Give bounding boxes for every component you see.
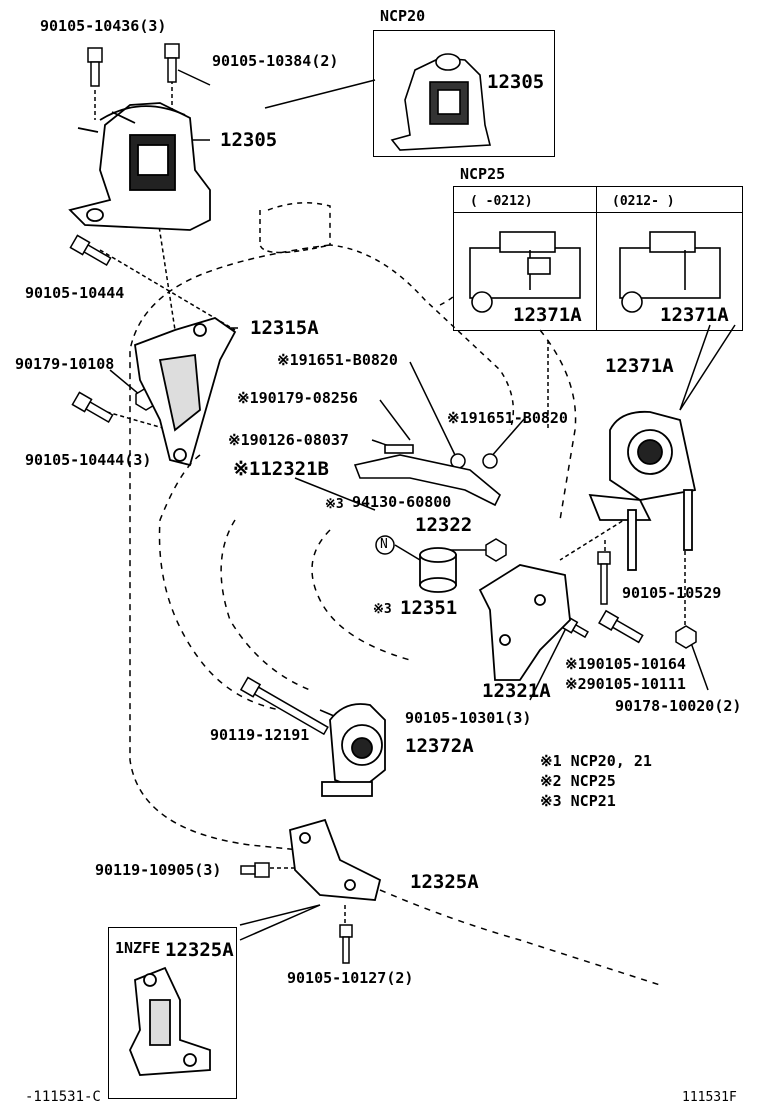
part-label: 90105-10444(3): [25, 451, 152, 469]
leader-line: [294, 477, 376, 511]
bracket-12321b: [353, 444, 501, 507]
bolt-icon: [164, 43, 180, 83]
bolt-icon: [240, 862, 270, 878]
bracket-12315a: [134, 317, 237, 467]
inset-1nzfe-part: 12325A: [165, 939, 234, 961]
inset-ncp25-divider: [453, 212, 743, 213]
inset-ncp20-box: [373, 30, 555, 157]
leader-line: [239, 904, 321, 926]
part-label: 90105-10384(2): [212, 52, 339, 70]
inset-ncp25-column-divider: [596, 186, 597, 331]
engine-lower-outline: [158, 454, 281, 711]
leader-line: [264, 79, 376, 109]
leader-line: [679, 324, 711, 411]
part-note-mark: ※3: [325, 497, 344, 512]
part-label: 90105-10301(3): [405, 709, 532, 727]
ncp20-mount-icon: [390, 53, 492, 151]
part-label: 12305: [220, 129, 278, 151]
nut-icon: [485, 538, 507, 562]
bolt-icon: [239, 676, 329, 736]
note-line: ※2 NCP25: [540, 772, 616, 790]
part-label: 90119-12191: [210, 726, 310, 744]
transaxle-outline: [539, 329, 577, 521]
part-label: 90105-10444: [25, 284, 125, 302]
bolt-icon: [69, 234, 112, 266]
note-line: ※1 NCP20, 21: [540, 752, 652, 770]
engine-inner-outline: [220, 519, 311, 691]
part-label: 90105-10436(3): [40, 17, 167, 35]
part-label: 12325A: [410, 871, 479, 893]
clip-icon: [482, 453, 498, 469]
inset-ncp25-title: NCP25: [460, 165, 506, 183]
leader-line: [109, 369, 141, 396]
engine-body-outline: [129, 244, 331, 851]
rear-outline: [379, 889, 661, 986]
part-label: 90105-10529: [622, 584, 722, 602]
nut-icon: [675, 625, 697, 649]
leader-line: [409, 361, 456, 456]
part-label: 12322: [415, 514, 473, 536]
part-label: ※190179-08256: [237, 389, 358, 407]
part-label: ※190105-10164: [565, 655, 686, 673]
n-marker: [375, 535, 395, 555]
engine-outline: [267, 202, 515, 431]
part-label: 12351: [400, 597, 458, 619]
part-label: 90119-10905(3): [95, 861, 222, 879]
part-label: ※290105-10111: [565, 675, 686, 693]
engine-mount-12305: [68, 102, 211, 231]
bracket-1nzfe-icon: [129, 966, 211, 1076]
inset-1nzfe-title: 1NZFE: [115, 939, 161, 957]
part-note-mark: ※3: [373, 602, 392, 617]
note-line: ※3 NCP21: [540, 792, 616, 810]
engine-mount-12372a: [321, 703, 386, 797]
figure-code-right: 111531F: [682, 1090, 737, 1105]
leader-line: [689, 639, 709, 691]
inset-ncp25-part-right: 12371A: [660, 304, 729, 326]
part-label: 90178-10020(2): [615, 697, 742, 715]
inset-ncp25-part-left: 12371A: [513, 304, 582, 326]
bolt-icon: [598, 609, 644, 644]
part-label: ※191651-B0820: [447, 409, 568, 427]
figure-code-left: -111531-C: [25, 1089, 101, 1105]
part-label: 94130-60800: [352, 493, 452, 511]
inset-ncp25-col2: (0212- ): [612, 194, 675, 209]
ncp25-mount-right-icon: [619, 231, 721, 313]
n-marker-label: N: [380, 537, 388, 552]
leader-line: [99, 249, 236, 331]
damper-12351: [419, 547, 457, 593]
part-label: 12321A: [482, 680, 551, 702]
inset-1nzfe-box: [108, 927, 237, 1099]
part-label: ※112321B: [233, 458, 329, 480]
engine-front-outline: [259, 210, 331, 254]
part-label: ※191651-B0820: [277, 351, 398, 369]
part-label: 90179-10108: [15, 355, 115, 373]
ncp25-mount-left-icon: [469, 231, 581, 313]
bracket-12321a: [478, 564, 571, 681]
bracket-12325a: [289, 818, 382, 901]
leader-line: [177, 69, 211, 86]
bolt-icon: [339, 924, 353, 964]
part-label: 12315A: [250, 317, 319, 339]
leader-line: [489, 417, 526, 459]
inset-ncp25-col1: ( -0212): [470, 194, 533, 209]
engine-upper-outline: [311, 529, 411, 661]
bolt-icon: [597, 551, 611, 605]
leader-line: [99, 409, 171, 431]
leader-line: [239, 904, 321, 941]
bolt-icon: [87, 47, 103, 87]
leader-line: [379, 399, 411, 441]
part-label: 12371A: [605, 355, 674, 377]
inset-ncp20-title: NCP20: [380, 7, 426, 25]
leader-line: [679, 324, 736, 411]
transmission-mount-12371a: [588, 410, 697, 571]
bolt-icon: [71, 391, 114, 423]
part-label: 12372A: [405, 735, 474, 757]
inset-ncp20-part: 12305: [487, 71, 545, 93]
part-label: 90105-10127(2): [287, 969, 414, 987]
leader-line: [529, 659, 551, 701]
inset-ncp25-box: [453, 186, 743, 331]
part-label: ※190126-08037: [228, 431, 349, 449]
